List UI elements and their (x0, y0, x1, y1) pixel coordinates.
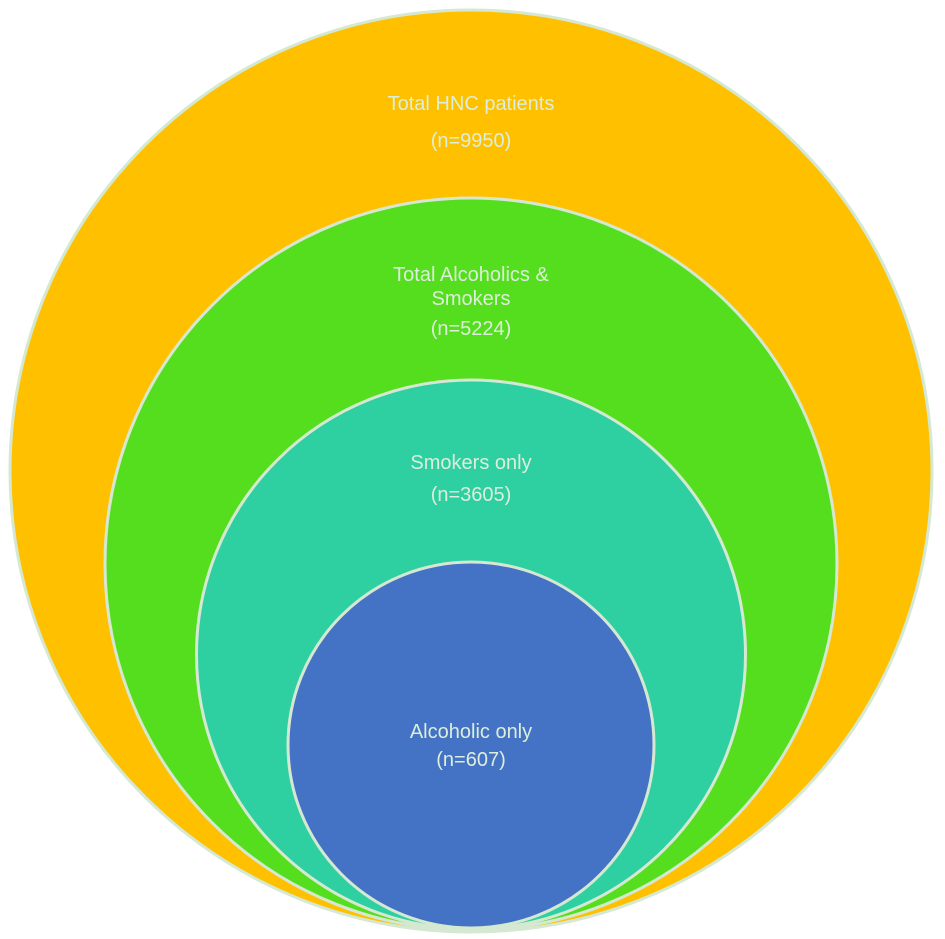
label-count: (n=3605) (430, 484, 512, 506)
label-count: (n=9950) (430, 130, 512, 152)
label-total-hnc-patients: Total HNC patients (n=9950) (261, 92, 681, 153)
label-title: Total HNC patients (387, 93, 555, 115)
circle-alcoholic-only (286, 560, 656, 930)
label-smokers-only: Smokers only (n=3605) (261, 451, 681, 507)
label-title: Alcoholic only (409, 721, 533, 743)
label-alcoholic-only: Alcoholic only (n=607) (261, 720, 681, 772)
label-total-alcoholics-smokers: Total Alcoholics & Smokers (n=5224) (261, 263, 681, 341)
label-title: Smokers only (410, 452, 532, 474)
label-count: (n=5224) (430, 318, 512, 340)
label-count: (n=607) (436, 749, 506, 771)
label-title: Total Alcoholics & Smokers (393, 264, 549, 310)
